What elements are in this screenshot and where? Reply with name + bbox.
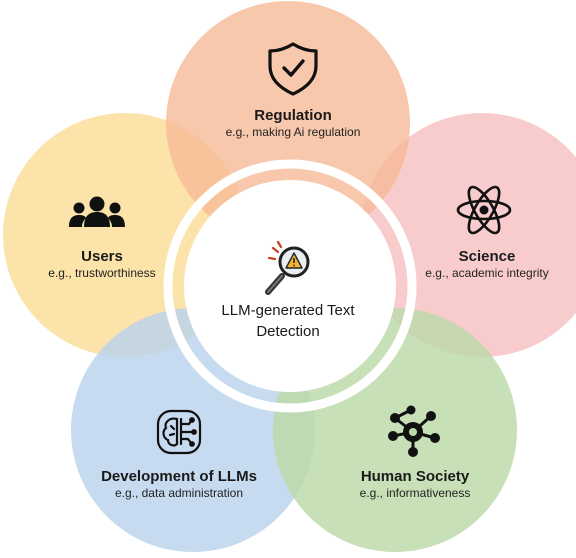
- atom-icon: [456, 185, 512, 235]
- science-title: Science: [458, 248, 516, 265]
- center-disk: [184, 180, 396, 392]
- regulation-example: e.g., making Ai regulation: [225, 125, 361, 139]
- science-example: e.g., academic integrity: [425, 266, 549, 280]
- science-label: Science e.g., academic integrity: [402, 248, 572, 281]
- users-label: Users e.g., trustworthiness: [32, 248, 172, 281]
- regulation-label: Regulation e.g., making Ai regulation: [188, 107, 398, 140]
- users-group-icon: [69, 196, 125, 227]
- users-title: Users: [81, 248, 123, 265]
- magnifier-warning-icon: [265, 240, 310, 295]
- development-title: Development of LLMs: [101, 468, 257, 485]
- shield-check-icon: [268, 42, 318, 96]
- regulation-title: Regulation: [254, 107, 332, 124]
- users-example: e.g., trustworthiness: [48, 266, 156, 280]
- human-society-title: Human Society: [360, 468, 470, 485]
- network-hub-icon: [388, 405, 440, 457]
- development-label: Development of LLMs e.g., data administr…: [84, 468, 274, 501]
- center-label: LLM-generated Text Detection: [221, 302, 355, 340]
- development-example: e.g., data administration: [114, 486, 244, 500]
- human-society-example: e.g., informativeness: [359, 486, 471, 500]
- human-society-label: Human Society e.g., informativeness: [330, 468, 500, 501]
- brain-circuit-icon: [156, 409, 202, 455]
- center-outer-ring: [163, 159, 417, 413]
